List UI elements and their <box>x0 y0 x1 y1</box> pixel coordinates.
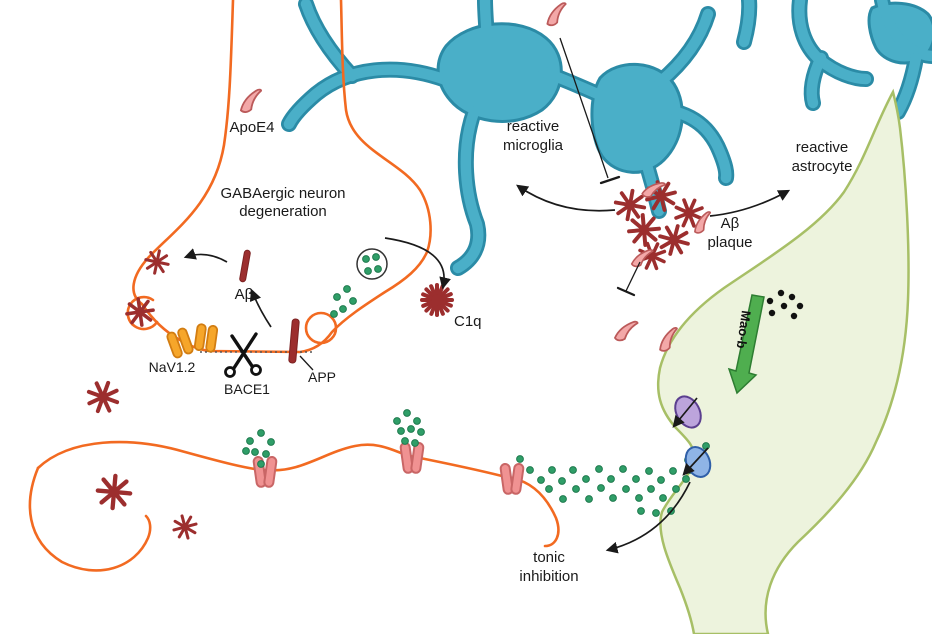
gaba-dots <box>242 253 710 517</box>
reactive-astrocyte-label-line2: astrocyte <box>792 158 853 175</box>
gabaergic-label-line2: degeneration <box>239 203 327 220</box>
abeta-oligomers <box>81 246 201 543</box>
bace1-scissors-icon <box>224 332 262 378</box>
gabaergic-label-line1: GABAergic neuron <box>220 185 345 202</box>
abeta-to-oligomer-arrow <box>183 248 228 263</box>
gaba-receptor <box>252 455 278 489</box>
arrows <box>183 37 791 554</box>
nav12-label: NaV1.2 <box>149 359 196 375</box>
apoe4-label: ApoE4 <box>229 119 274 136</box>
reactive-astrocyte-cell <box>656 88 910 634</box>
abeta-label: Aβ <box>235 286 254 303</box>
abeta-monomer-bar <box>239 249 251 283</box>
inhibit-tbar <box>599 175 621 185</box>
app-to-abeta-arrow <box>249 288 272 328</box>
plaque-down-inhibit-line <box>625 261 641 292</box>
abeta-oligomer <box>169 511 201 543</box>
microglia-plaque-inhibit-line <box>559 37 609 179</box>
apoe4-particle <box>238 88 264 114</box>
terminal-to-c1q-arrow <box>384 237 451 290</box>
plaque-to-astrocyte-arrow <box>709 189 791 217</box>
vesicle-circle <box>356 248 388 280</box>
reactive-microglia-cell <box>281 0 932 276</box>
c1q-protein <box>417 280 456 319</box>
gabaergic-neuron-terminal <box>126 0 432 354</box>
c1q-label: C1q <box>454 313 482 330</box>
abeta-plaque <box>611 176 715 275</box>
apoe4-particle <box>613 318 639 343</box>
maob-arrow <box>727 294 765 395</box>
app-label-pointer <box>299 355 314 371</box>
abeta-oligomer <box>141 246 173 278</box>
bace1-label: BACE1 <box>224 381 270 397</box>
gaba-receptor <box>399 441 425 475</box>
membrane-cup <box>126 295 159 331</box>
degraded-gaba-dots <box>766 289 804 320</box>
reactive-astrocyte-label-line1: reactive <box>796 139 849 156</box>
maob-label: Mao-b <box>734 310 754 350</box>
abeta-plaque-label-line1: Aβ <box>721 215 740 232</box>
abeta-plaque-label-line2: plaque <box>707 234 752 251</box>
tonic-inhibition-arrow <box>605 481 691 554</box>
postsynaptic-dendrite-membrane <box>28 440 560 572</box>
apoe4-particle <box>543 1 570 27</box>
transporter-purple-arrow <box>672 397 698 428</box>
app-label: APP <box>308 369 336 385</box>
inhibit-tbar <box>616 286 636 297</box>
reactive-microglia-label-line1: reactive <box>507 118 560 135</box>
abeta-oligomer <box>96 474 131 509</box>
reactive-microglia-label-line2: microglia <box>503 137 564 154</box>
app-protein-bar <box>288 318 300 364</box>
fusing-vesicle <box>304 311 338 345</box>
transporter-blue-arrow <box>682 447 709 476</box>
plaque-to-microglia-arrow <box>516 184 616 212</box>
tonic-inhibition-label-line1: tonic <box>533 549 565 566</box>
abeta-oligomer <box>81 375 125 419</box>
nav12-channels <box>165 322 219 360</box>
tonic-inhibition-label-line2: inhibition <box>519 568 578 585</box>
gaba-receptor <box>499 462 525 496</box>
